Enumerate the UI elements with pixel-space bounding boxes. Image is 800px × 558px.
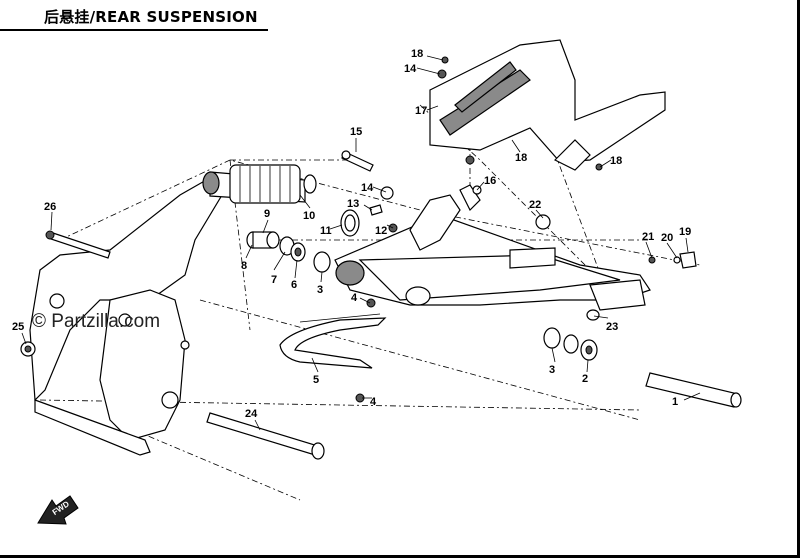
callout-3-link: 3 (317, 284, 323, 296)
axle-1 (645, 372, 742, 408)
fwd-arrow-icon: FWD (37, 495, 79, 525)
chain-guard (279, 313, 387, 369)
small-hardware (369, 186, 398, 233)
callout-1: 1 (672, 396, 678, 408)
bolt-26 (45, 230, 111, 259)
callout-18-mid: 18 (515, 152, 527, 164)
callout-2: 2 (582, 373, 588, 385)
title-underline (0, 29, 268, 31)
callout-14-lower: 14 (361, 182, 374, 194)
callout-7: 7 (271, 274, 277, 286)
callout-14-upper: 14 (404, 63, 417, 75)
callout-6: 6 (291, 279, 297, 291)
callout-19: 19 (679, 226, 691, 238)
callout-18-top: 18 (411, 48, 423, 60)
callout-23: 23 (606, 321, 618, 333)
axle-bushings (543, 327, 598, 361)
callout-11: 11 (320, 225, 332, 237)
linkage-bushings (246, 231, 331, 273)
callout-21: 21 (642, 231, 654, 243)
watermark-text: © Partzilla.com (32, 311, 161, 332)
pivot-bolt-24 (206, 412, 325, 460)
page-title: 后悬挂/REAR SUSPENSION (44, 8, 258, 26)
callout-3-axle: 3 (549, 364, 555, 376)
shock-absorber (202, 164, 317, 204)
callout-20: 20 (661, 232, 673, 244)
ring-11 (340, 209, 360, 237)
callout-5: 5 (313, 374, 319, 386)
callout-17: 17 (415, 105, 427, 117)
callout-10: 10 (303, 210, 315, 222)
callout-labels: 1 2 3 3 4 4 5 6 7 8 9 10 11 12 13 14 14 … (12, 48, 691, 420)
callout-12: 12 (375, 225, 387, 237)
rear-fender (429, 39, 666, 171)
callout-8: 8 (241, 260, 247, 272)
callout-25: 25 (12, 321, 24, 333)
callout-24: 24 (245, 408, 258, 420)
callout-26: 26 (44, 201, 56, 213)
callout-16: 16 (484, 175, 496, 187)
callout-22: 22 (529, 199, 541, 211)
callout-4-lower: 4 (370, 396, 377, 408)
swing-arm (334, 184, 651, 321)
leader-lines (21, 55, 701, 431)
frame-mount (29, 174, 226, 456)
callout-4-upper: 4 (351, 292, 358, 304)
callout-13: 13 (347, 198, 359, 210)
callout-18-right: 18 (610, 155, 622, 167)
callout-9: 9 (264, 208, 270, 220)
fasteners (355, 56, 697, 403)
callout-15: 15 (350, 126, 362, 138)
bolt-15 (341, 150, 374, 172)
nut-25 (20, 341, 36, 357)
